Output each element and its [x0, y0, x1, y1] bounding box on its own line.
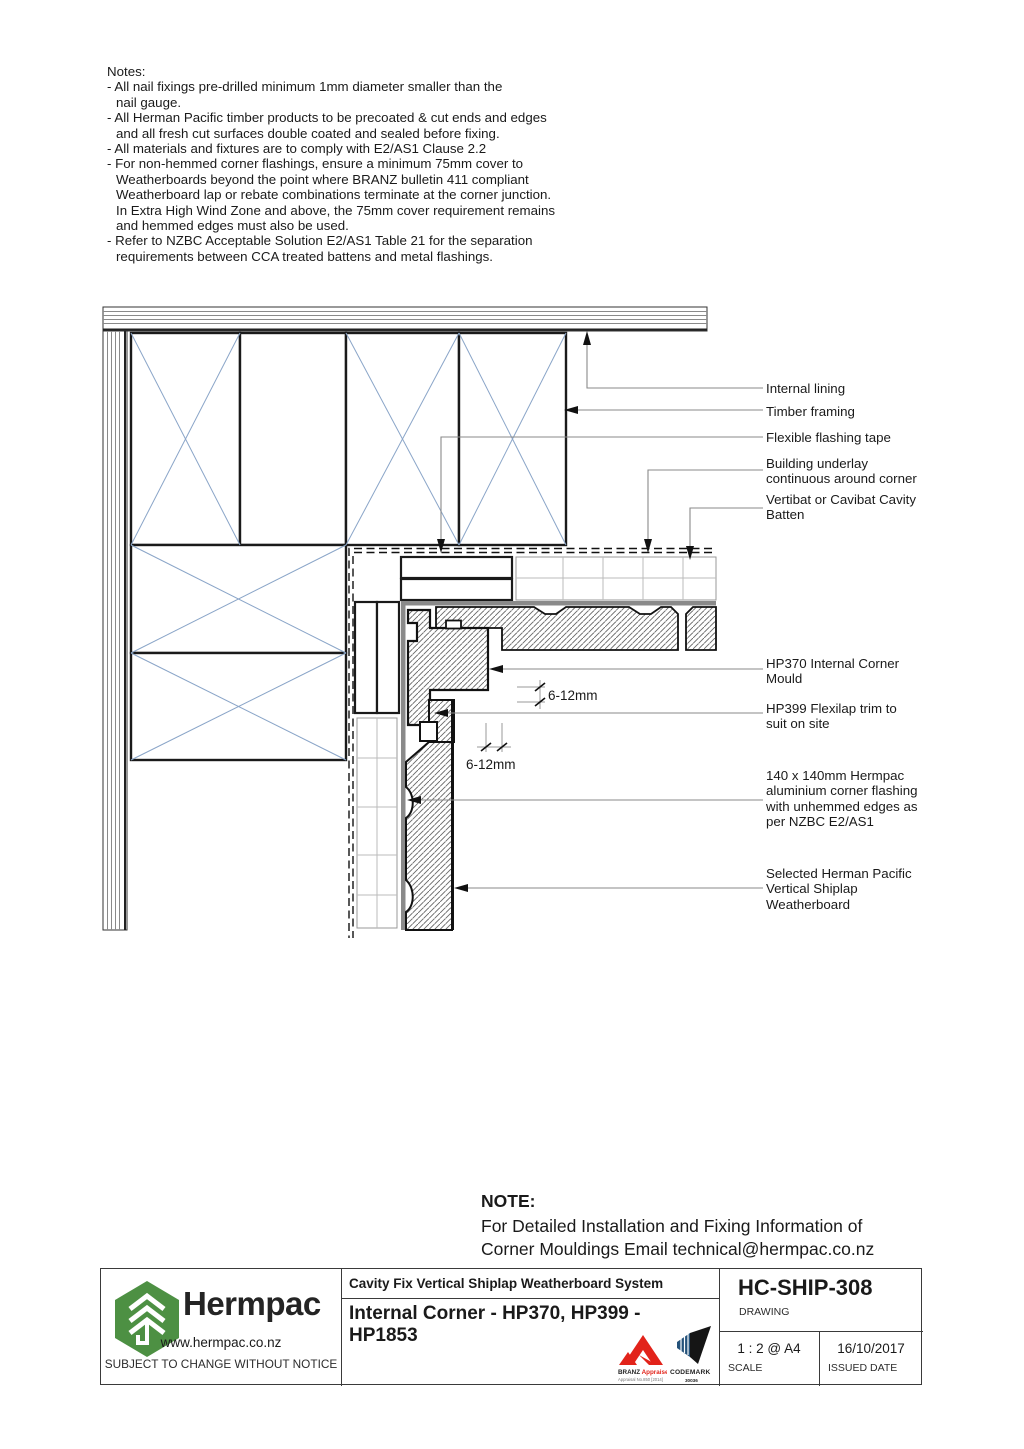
cavity-batten-horizontal	[399, 555, 514, 602]
callout-internal-lining: Internal lining	[766, 381, 846, 396]
drawing-number: HC-SHIP-308	[738, 1275, 873, 1300]
note-line: - For non-hemmed corner flashings, ensur…	[107, 156, 524, 172]
codemark-logo: CODEMARK 30036	[670, 1326, 711, 1383]
framing-cross-marks	[130, 332, 567, 761]
footnote-heading: NOTE:	[481, 1191, 536, 1211]
callout-building-underlay: Building underlay continuous around corn…	[766, 456, 917, 487]
footnote: NOTE: For Detailed Installation and Fixi…	[481, 1190, 874, 1261]
scale-value: 1 : 2 @ A4	[737, 1341, 801, 1356]
note-line: - All nail fixings pre-drilled minimum 1…	[107, 79, 503, 95]
note-line: Weatherboards beyond the point where BRA…	[116, 171, 529, 187]
note-line: and all fresh cut surfaces double coated…	[116, 125, 500, 141]
internal-lining-left	[102, 330, 128, 931]
batten-grid-vertical	[356, 717, 398, 929]
branz-appraised-logo: BRANZ Appraised Appraisal No.850 [2014]	[618, 1335, 667, 1382]
callout-corner-flashing: 140 x 140mm Hermpac aluminium corner fla…	[766, 768, 918, 829]
svg-text:30036: 30036	[685, 1378, 698, 1383]
note-line: - All Herman Pacific timber products to …	[107, 110, 547, 126]
note-line: requirements between CCA treated battens…	[116, 248, 493, 264]
note-line: Weatherboard lap or rebate combinations …	[116, 187, 552, 203]
title-block-divider	[719, 1269, 720, 1386]
issued-date-label: ISSUED DATE	[828, 1362, 898, 1374]
issued-date-value: 16/10/2017	[837, 1341, 905, 1356]
callout-hp399-trim: HP399 Flexilap trim to suit on site	[766, 701, 897, 732]
internal-lining-top	[102, 306, 708, 332]
svg-text:CODEMARK: CODEMARK	[670, 1369, 710, 1376]
drawing-number-label: DRAWING	[739, 1306, 790, 1318]
notes-title: Notes:	[107, 64, 146, 79]
callout-flexible-flashing-tape: Flexible flashing tape	[766, 430, 891, 445]
title-block: Hermpac www.hermpac.co.nz SUBJECT TO CHA…	[100, 1268, 923, 1386]
dimension-marks	[477, 680, 546, 752]
note-line: In Extra High Wind Zone and above, the 7…	[116, 202, 556, 218]
note-line: and hemmed edges must also be used.	[116, 218, 349, 234]
batten-grid-horizontal	[515, 556, 717, 601]
corner-detail-drawing	[102, 306, 763, 938]
weatherboard-horizontal	[435, 606, 717, 651]
brand-name: Hermpac	[183, 1285, 321, 1322]
title-block-divider	[719, 1331, 923, 1332]
building-underlay-dashed	[348, 547, 712, 938]
dimension-gap-top: 6-12mm	[548, 688, 598, 703]
cavity-batten-vertical	[353, 600, 401, 715]
dimension-gap-side: 6-12mm	[466, 757, 516, 772]
notes-block: Notes: - All nail fixings pre-drilled mi…	[107, 64, 555, 264]
title-block-divider	[341, 1269, 342, 1386]
disclaimer-text: SUBJECT TO CHANGE WITHOUT NOTICE	[104, 1357, 338, 1371]
aluminium-corner-flashing	[401, 601, 716, 930]
leader-lines	[419, 344, 763, 889]
website-link[interactable]: www.hermpac.co.nz	[160, 1335, 282, 1350]
title-block-divider	[341, 1298, 719, 1299]
footnote-line: For Detailed Installation and Fixing Inf…	[481, 1216, 863, 1236]
note-line: - All materials and fixtures are to comp…	[107, 141, 487, 157]
timber-framing	[129, 331, 568, 762]
scale-label: SCALE	[728, 1362, 763, 1374]
footnote-line: Corner Mouldings Email technical@hermpac…	[481, 1239, 875, 1259]
callout-weatherboard: Selected Herman Pacific Vertical Shiplap…	[766, 866, 912, 912]
svg-text:BRANZ Appraised: BRANZ Appraised	[618, 1369, 667, 1376]
callout-cavity-batten: Vertibat or Cavibat Cavity Batten	[766, 492, 917, 523]
callout-timber-framing: Timber framing	[766, 404, 855, 419]
leader-arrowheads	[407, 331, 694, 892]
weatherboard-vertical	[405, 741, 453, 931]
fixing-block	[445, 619, 462, 630]
svg-text:Appraisal No.850 [2014]: Appraisal No.850 [2014]	[618, 1377, 663, 1382]
note-line: - Refer to NZBC Acceptable Solution E2/A…	[107, 233, 533, 249]
note-line: nail gauge.	[116, 94, 182, 110]
hermpac-logo-icon	[115, 1281, 179, 1357]
scribe-block	[419, 721, 438, 742]
system-title: Cavity Fix Vertical Shiplap Weatherboard…	[349, 1276, 664, 1291]
drawing-title: Internal Corner - HP370, HP399 - HP1853	[349, 1303, 641, 1346]
callout-hp370-mould: HP370 Internal Corner Mould	[766, 656, 900, 687]
title-block-divider	[819, 1331, 820, 1386]
